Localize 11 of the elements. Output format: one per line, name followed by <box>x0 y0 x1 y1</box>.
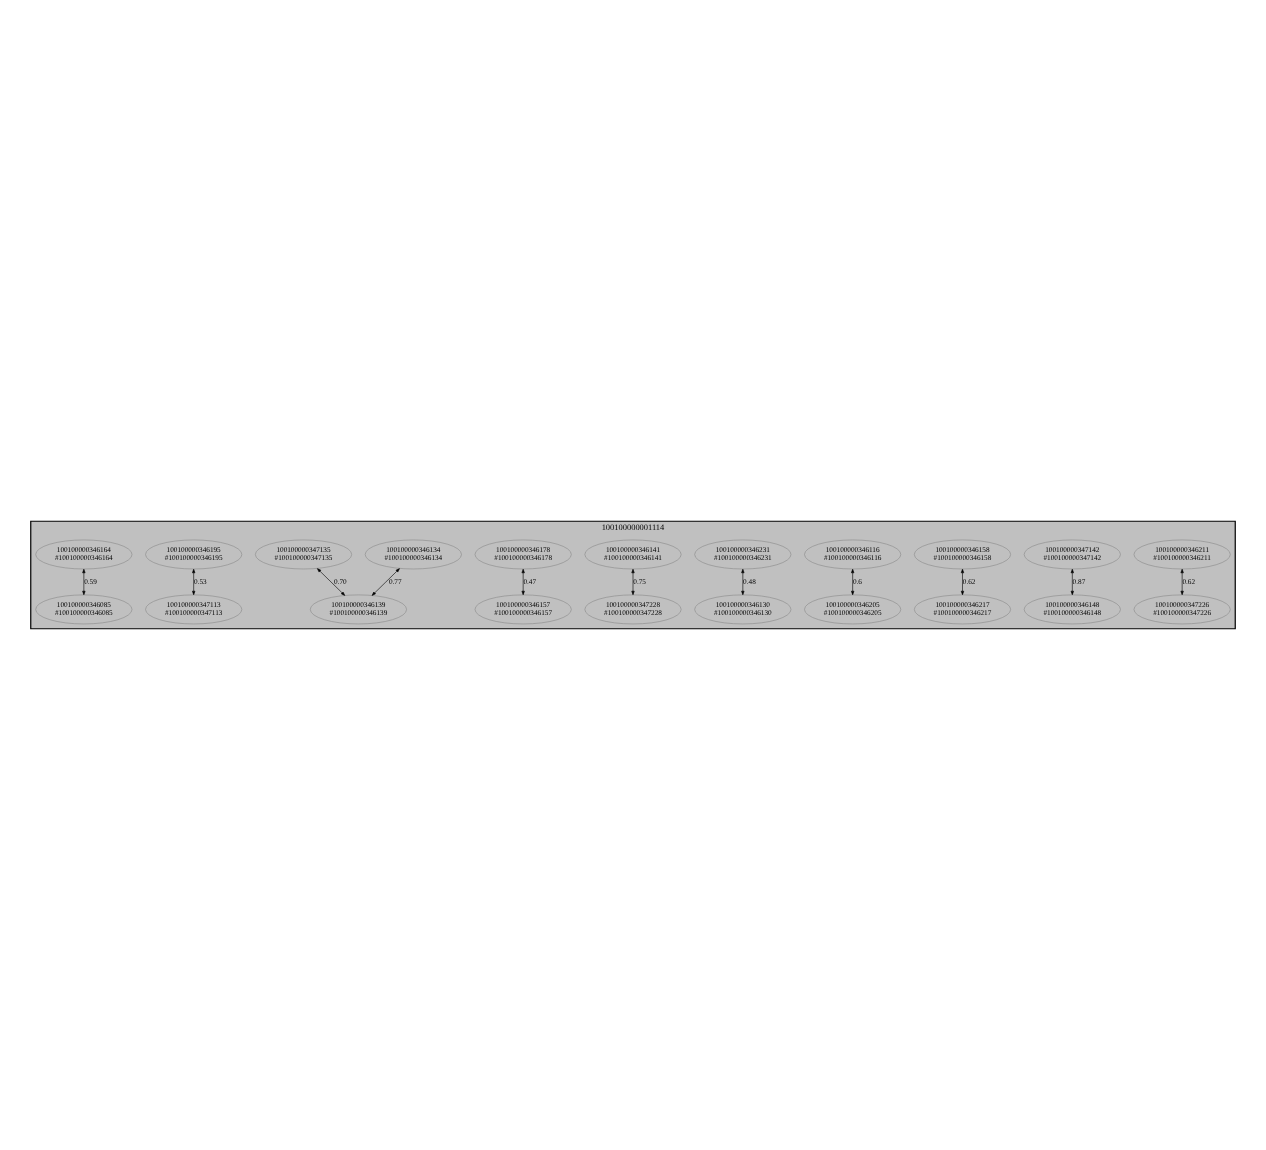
arrow <box>371 568 400 596</box>
arrow <box>521 568 525 596</box>
arrow <box>192 568 196 596</box>
arrow <box>82 568 86 596</box>
arrow <box>741 568 745 596</box>
arrow <box>631 568 635 596</box>
arrow <box>317 568 346 596</box>
arrow <box>1070 568 1074 596</box>
arrow <box>1180 568 1184 596</box>
arrow <box>960 568 965 596</box>
arrow <box>851 568 855 596</box>
